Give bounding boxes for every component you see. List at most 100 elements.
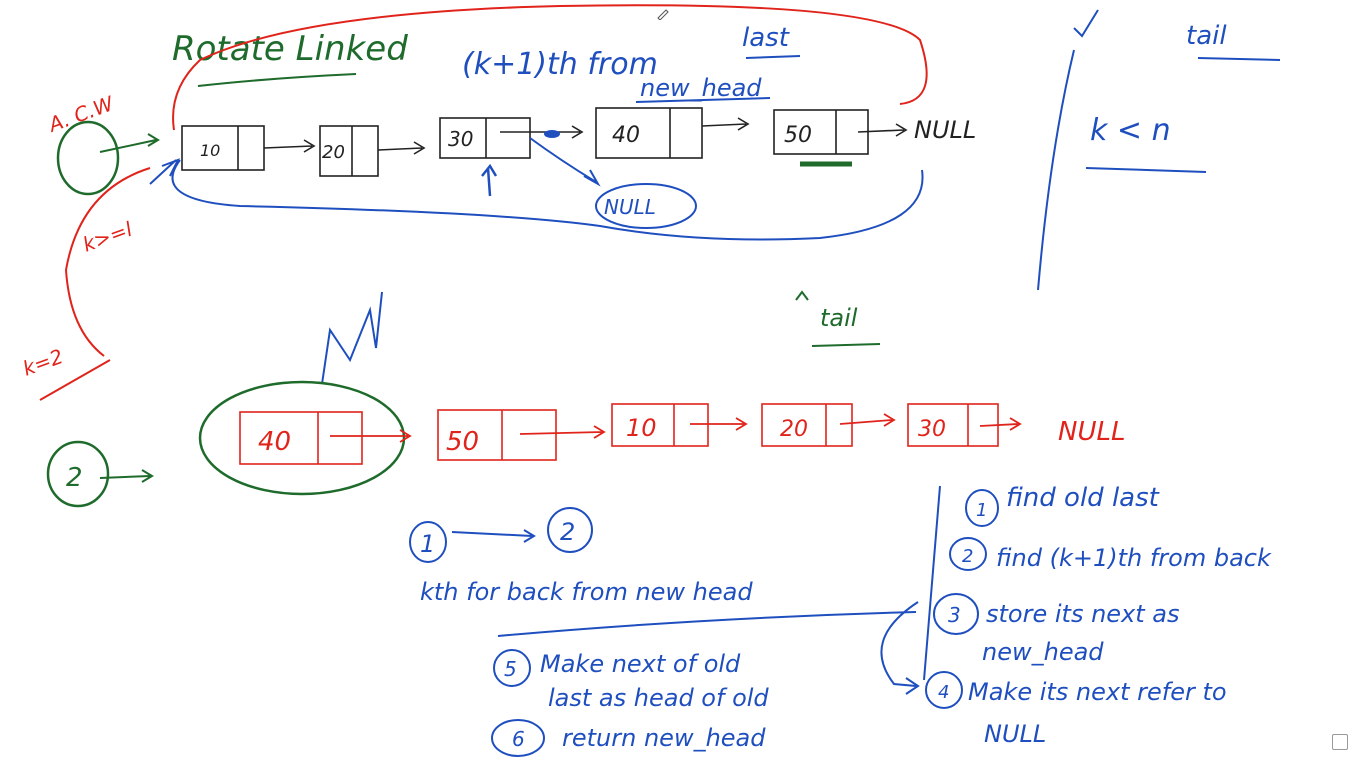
top-node-3-value: 30 <box>448 127 473 151</box>
bottom-arrow-1-2 <box>330 429 412 443</box>
bottom-node-2: 50 <box>437 409 557 461</box>
bottom-node-3-value: 10 <box>626 414 657 442</box>
step5-circle <box>493 649 531 687</box>
title-text: Rotate Linked <box>172 29 408 69</box>
s3b-text: new_head <box>982 638 1104 666</box>
arrow-2-3 <box>377 141 426 155</box>
flow-circle-1 <box>409 521 447 563</box>
top-node-2: 20 <box>319 125 379 177</box>
blue-loop-arrow <box>149 158 181 185</box>
s1-circle <box>965 489 999 527</box>
arrow-5-null <box>857 123 908 137</box>
arrow-1-2 <box>263 139 316 153</box>
top-node-5: 50 <box>773 109 869 155</box>
s3-circle <box>933 593 979 635</box>
blue-rotation-loop <box>171 159 924 241</box>
blue-pointer-mark <box>481 163 498 197</box>
bottom-list-label: 2 <box>66 463 83 493</box>
arrow-3-4 <box>500 125 584 139</box>
pen-cursor-icon <box>657 9 669 20</box>
last-underline <box>745 55 801 59</box>
step5b-text: last as head of old <box>548 684 769 712</box>
top-node-1-value: 10 <box>200 141 220 160</box>
middle-tail-label: tail <box>820 304 858 332</box>
left-red-underline <box>39 359 111 401</box>
bottom-green-arrow <box>99 469 154 483</box>
right-tail-underline <box>1197 57 1281 61</box>
step6-circle <box>491 719 545 757</box>
top-node-4-value: 40 <box>612 123 640 148</box>
left-green-arrow <box>99 133 160 153</box>
top-node-4: 40 <box>595 107 703 159</box>
top-null-text: NULL <box>914 116 976 144</box>
s2-text: find (k+1)th from back <box>996 544 1272 572</box>
hint-text: kth for back from new head <box>420 578 753 606</box>
top-node-3: 30 <box>439 117 531 159</box>
top-node-1: 10 <box>181 125 265 171</box>
break-marker <box>544 130 560 138</box>
expand-icon[interactable] <box>1332 734 1348 750</box>
new-head-underline <box>635 97 771 103</box>
new-null-text: NULL <box>604 195 656 219</box>
left-k-ge: k>=l <box>80 217 136 257</box>
bottom-arrow-5-null <box>979 417 1022 431</box>
new-null-circle <box>595 183 697 229</box>
steps-divider <box>923 485 941 681</box>
new-head-circle <box>198 380 406 496</box>
flow-a-text: 1 <box>420 530 435 558</box>
flow-b-text: 2 <box>560 518 575 546</box>
s2-num: 2 <box>962 546 973 567</box>
bottom-node-5-value: 30 <box>918 417 946 442</box>
arrow-4-5 <box>701 117 750 131</box>
middle-tail-underline <box>811 343 881 347</box>
top-node-5-value: 50 <box>784 123 812 148</box>
bottom-node-1-value: 40 <box>258 427 291 457</box>
s1-text: find old last <box>1006 483 1160 513</box>
bottom-null-text: NULL <box>1058 417 1125 447</box>
right-divider-top <box>1037 49 1075 291</box>
middle-tail-caret <box>795 290 809 301</box>
s4b-text: NULL <box>984 720 1046 748</box>
step-1-circle <box>56 120 120 196</box>
bottom-node-5: 30 <box>907 403 999 447</box>
bottom-node-2-value: 50 <box>446 427 479 457</box>
left-k-eq: k=2 <box>20 344 67 381</box>
new-head-label: new_head <box>640 74 762 102</box>
bottom-arrow-4-5 <box>839 413 896 427</box>
flow-arrow <box>451 529 536 543</box>
s4-text: Make its next refer to <box>968 678 1227 706</box>
flow-circle-2 <box>547 507 593 553</box>
pointer-squiggle <box>321 291 383 385</box>
bottom-arrow-3-4 <box>690 417 748 431</box>
bottom-arrow-2-3 <box>519 425 606 439</box>
bottom-node-1: 40 <box>239 411 363 465</box>
right-condition-underline <box>1085 167 1207 173</box>
last-label: last <box>742 23 790 53</box>
step6-num: 6 <box>512 727 525 751</box>
s4-num: 4 <box>938 682 949 703</box>
s4-circle <box>925 671 963 709</box>
red-rotation-loop <box>172 4 928 131</box>
step6-text: return new_head <box>562 724 766 752</box>
curve-arrow-4 <box>880 601 920 695</box>
top-note-text: (k+1)th from <box>462 47 658 82</box>
bottom-node-4-value: 20 <box>780 417 808 442</box>
step-2-circle <box>46 440 110 508</box>
bottom-node-3: 10 <box>611 403 709 447</box>
s3-num: 3 <box>948 603 961 627</box>
s1-num: 1 <box>976 500 987 521</box>
red-left-curve <box>64 167 151 357</box>
s2-circle <box>949 537 987 571</box>
right-tail-label: tail <box>1186 21 1227 51</box>
checkmark <box>1073 9 1099 38</box>
step5-text: Make next of old <box>540 650 741 678</box>
s3-text: store its next as <box>986 600 1180 628</box>
top-node-2-value: 20 <box>322 142 345 163</box>
title-underline <box>197 73 357 87</box>
hint-underline <box>497 611 917 637</box>
bottom-node-4: 20 <box>761 403 853 447</box>
step5-num: 5 <box>504 657 517 681</box>
blue-arrow-to-null <box>529 137 601 187</box>
right-condition: k < n <box>1090 113 1171 148</box>
